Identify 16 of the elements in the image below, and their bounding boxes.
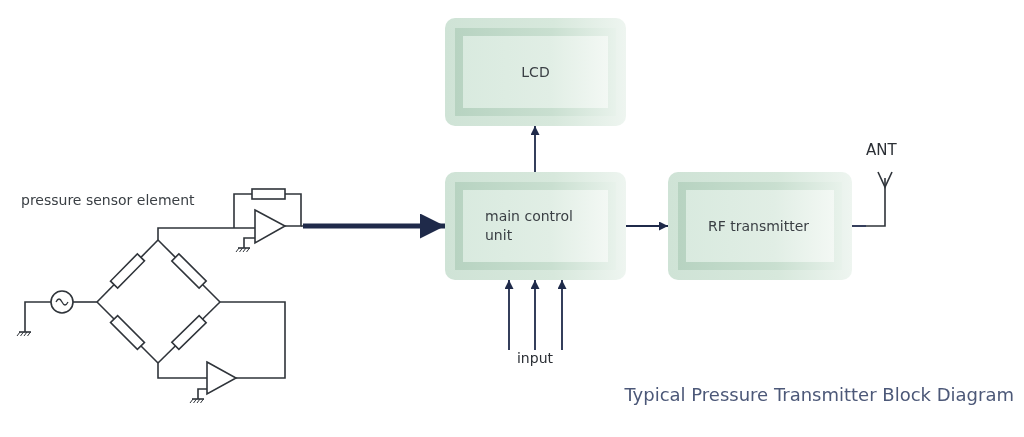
input-label: input (516, 350, 554, 366)
box-label: RF transmitter (708, 216, 810, 236)
diagram-caption: Typical Pressure Transmitter Block Diagram (624, 384, 1014, 405)
arrow (557, 279, 567, 351)
box-label: LCD (521, 62, 550, 82)
box-label: main control unit (485, 207, 574, 245)
arrow (530, 279, 540, 351)
arrow (504, 279, 514, 351)
arrow (625, 221, 669, 231)
antenna-label: ANT (866, 141, 897, 159)
process-box (668, 172, 852, 280)
arrow (530, 125, 540, 173)
arrow (303, 213, 445, 239)
process-box (445, 18, 626, 126)
circuit-label: pressure sensor element (21, 192, 195, 208)
process-box (445, 172, 626, 280)
